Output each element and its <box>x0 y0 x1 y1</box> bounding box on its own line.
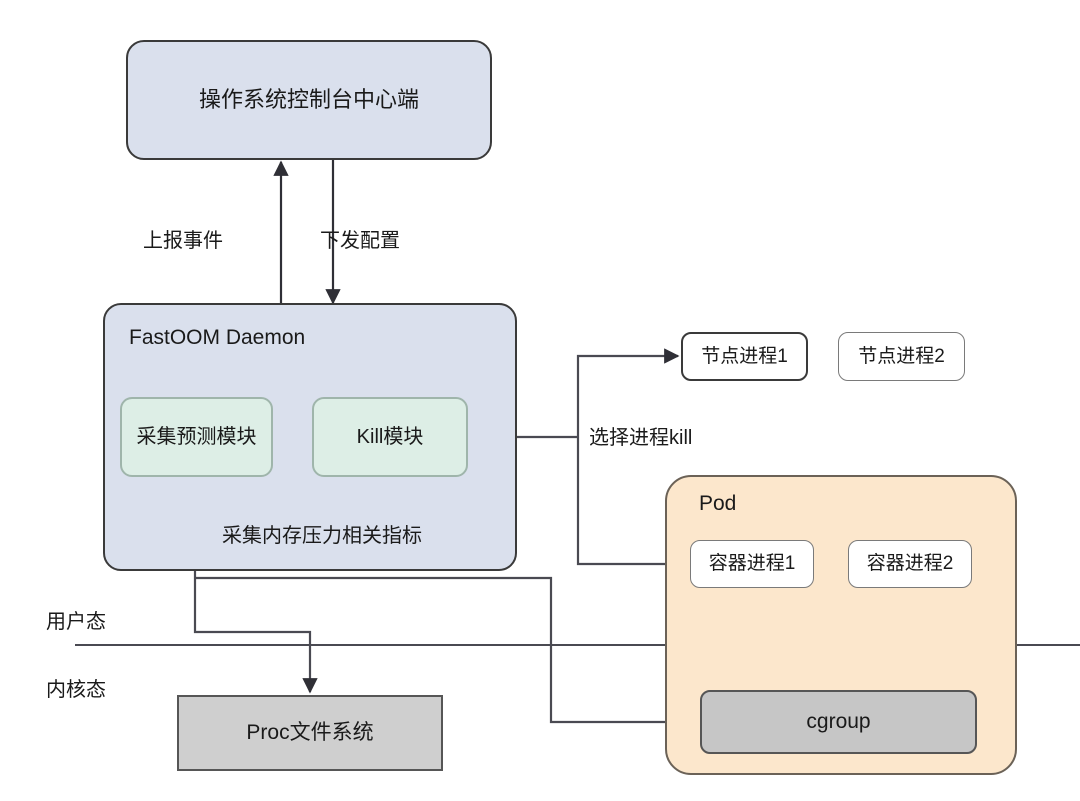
node-process-2-label: 节点进程2 <box>858 345 945 367</box>
kill-module-label: Kill模块 <box>356 425 424 448</box>
edge-label-push-config: 下发配置 <box>320 230 400 252</box>
proc-filesystem-label: Proc文件系统 <box>246 720 374 744</box>
daemon-footer-note: 采集内存压力相关指标 <box>222 525 422 547</box>
pod-title: Pod <box>699 492 737 515</box>
user-space-label: 用户态 <box>46 611 106 633</box>
container-process-1-box[interactable]: 容器进程1 <box>690 540 814 588</box>
collect-predict-module-label: 采集预测模块 <box>136 425 257 448</box>
edge-label-report-event: 上报事件 <box>143 230 223 252</box>
edge-label-select-process-kill: 选择进程kill <box>589 427 693 449</box>
fastoom-daemon-title: FastOOM Daemon <box>129 326 306 349</box>
node-process-1-label: 节点进程1 <box>701 345 788 367</box>
container-process-1-label: 容器进程1 <box>708 553 796 575</box>
collect-predict-module-box[interactable]: 采集预测模块 <box>120 397 273 477</box>
proc-filesystem-box[interactable]: Proc文件系统 <box>177 695 443 771</box>
kill-module-box[interactable]: Kill模块 <box>312 397 468 477</box>
kernel-space-label: 内核态 <box>46 679 106 701</box>
node-process-2-box[interactable]: 节点进程2 <box>838 332 965 381</box>
os-console-center-box[interactable]: 操作系统控制台中心端 <box>126 40 492 160</box>
cgroup-label: cgroup <box>806 709 871 733</box>
cgroup-box[interactable]: cgroup <box>700 690 977 754</box>
container-process-2-label: 容器进程2 <box>866 553 954 575</box>
os-console-center-label: 操作系统控制台中心端 <box>198 87 419 113</box>
node-process-1-box[interactable]: 节点进程1 <box>681 332 808 381</box>
container-process-2-box[interactable]: 容器进程2 <box>848 540 972 588</box>
